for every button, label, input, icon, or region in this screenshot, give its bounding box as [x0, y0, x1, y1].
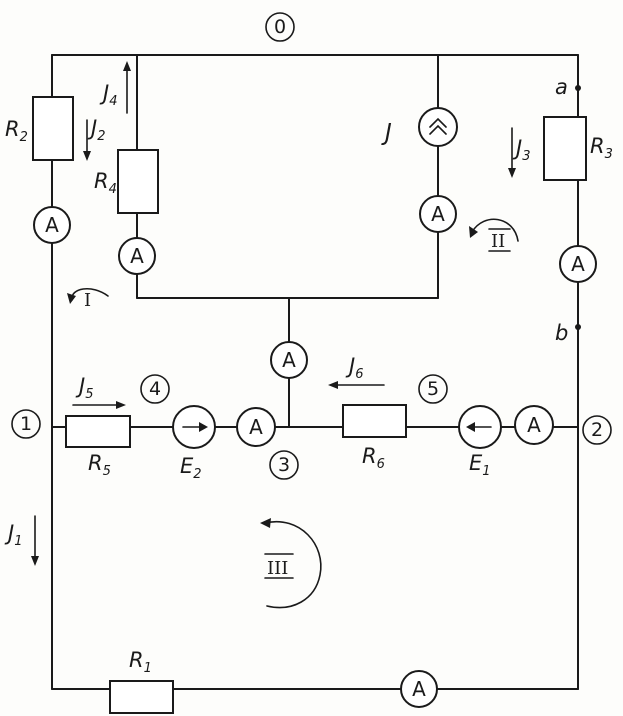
resistors: [32, 96, 587, 714]
ammeter-e2-label: A: [249, 415, 263, 439]
arrow-right-icon-2: [116, 401, 126, 409]
loop-ii-arc: [471, 218, 519, 242]
label-i2: J2: [87, 116, 105, 144]
point-b-dot: [575, 324, 581, 330]
sources: [172, 107, 502, 449]
node-3: 3: [269, 450, 299, 480]
label-j: J: [381, 120, 392, 146]
node-3-label: 3: [278, 454, 290, 476]
arrow-left-icon-2: [328, 381, 338, 389]
arrow-left-icon: [466, 422, 475, 432]
node-5: 5: [418, 374, 448, 404]
voltage-source-e2: [172, 405, 216, 449]
label-r1: R1: [129, 648, 152, 676]
node-4: 4: [140, 374, 170, 404]
ammeter-r4: A: [118, 237, 156, 275]
wires: [51, 54, 579, 690]
resistor-r2: [32, 96, 74, 161]
ammeter-center: A: [270, 341, 308, 379]
arrow-down-icon-2: [508, 168, 516, 178]
chevron-up-icon-2: [429, 124, 447, 135]
label-r5: R5: [88, 451, 111, 479]
ammeter-e1: A: [514, 405, 554, 445]
label-e2: E2: [180, 454, 202, 482]
arrow-down-icon-3: [31, 556, 39, 566]
ammeter-e2: A: [236, 407, 276, 447]
label-e1: E1: [469, 451, 491, 479]
loop-i-arrow-icon: [67, 293, 76, 304]
ammeter-r2: A: [33, 206, 71, 244]
ammeter-j: A: [419, 195, 457, 233]
node-markers: 0 1 2 3 4 5: [11, 12, 612, 480]
ammeter-r1-label: A: [412, 677, 426, 701]
node-4-label: 4: [149, 378, 161, 400]
loop-iii-label: III: [267, 558, 288, 579]
label-r3: R3: [590, 134, 613, 162]
loop-iii-arrow-icon: [260, 518, 271, 528]
ammeter-r1: A: [400, 670, 438, 708]
label-r6: R6: [362, 444, 385, 472]
ammeter-r3-label: A: [571, 252, 585, 276]
ammeter-r3: A: [559, 245, 597, 283]
arrow-right-icon: [199, 422, 208, 432]
node-1-label: 1: [20, 413, 32, 435]
point-a-label: a: [555, 75, 568, 99]
node-1: 1: [11, 409, 41, 439]
resistor-r6: [342, 404, 407, 438]
loop-ii-arrow-icon: [469, 226, 478, 238]
voltage-source-e1: [458, 405, 502, 449]
current-source-j: [418, 107, 458, 147]
node-0: 0: [265, 12, 295, 42]
node-5-label: 5: [427, 378, 439, 400]
component-labels: R2 R4 R3 R5 R6 R1 E2 E1 J: [5, 117, 613, 676]
ammeter-r2-label: A: [45, 213, 59, 237]
node-2: 2: [582, 415, 612, 445]
loop-i-label: I: [84, 290, 91, 311]
resistor-r4: [117, 149, 159, 214]
ammeter-center-label: A: [282, 348, 296, 372]
ammeter-r4-label: A: [130, 244, 144, 268]
label-i4: J4: [99, 81, 117, 109]
arrow-down-icon: [83, 151, 91, 161]
terminal-points: a b: [555, 75, 581, 345]
node-0-label: 0: [274, 16, 286, 38]
loop-iii-arc: [264, 520, 322, 609]
arrow-up-icon: [123, 61, 131, 71]
label-i1: J1: [4, 521, 22, 549]
current-arrows: J2 J4 J3 J5 J6 J1: [4, 61, 530, 566]
ammeter-j-label: A: [431, 202, 445, 226]
point-b-label: b: [555, 321, 568, 345]
resistor-r1: [109, 680, 174, 714]
loop-ii-label: II: [491, 231, 505, 252]
label-r2: R2: [5, 117, 28, 145]
ammeter-e1-label: A: [527, 413, 541, 437]
label-i5: J5: [75, 374, 93, 402]
point-a-dot: [575, 85, 581, 91]
resistor-r5: [65, 415, 131, 448]
resistor-r3: [543, 116, 587, 181]
node-2-label: 2: [591, 419, 603, 441]
loop-markers: I II III: [67, 218, 519, 609]
label-i6: J6: [345, 354, 363, 382]
chevron-up-icon: [429, 117, 447, 128]
ammeters: A A A A A A A A: [33, 195, 597, 708]
label-r4: R4: [94, 169, 117, 197]
label-i3: J3: [512, 136, 530, 164]
